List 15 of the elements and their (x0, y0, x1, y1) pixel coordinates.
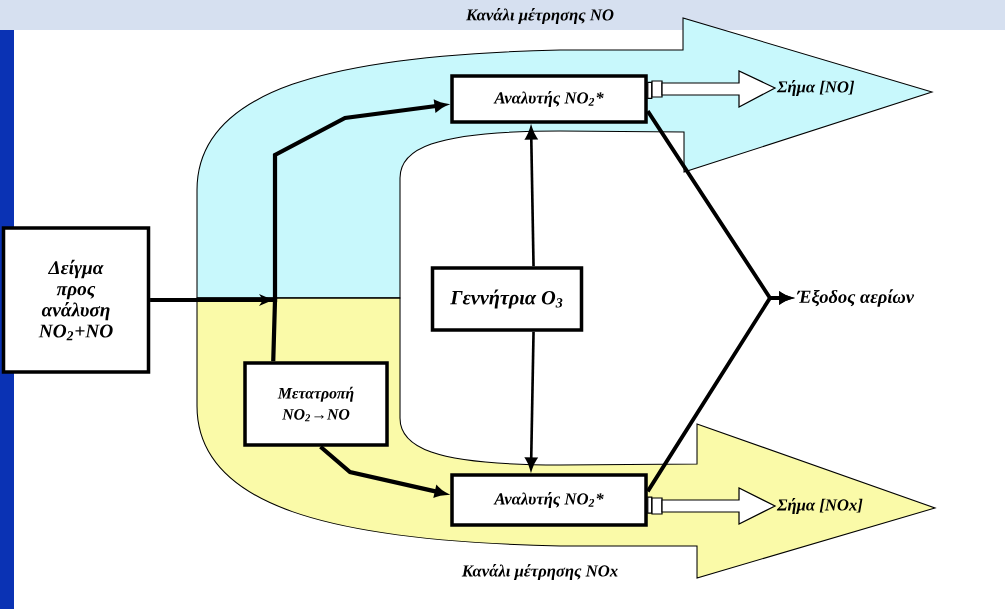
process-box: Γεννήτρια O$_{3}$ (430, 266, 584, 332)
arrow (525, 127, 538, 267)
output-label: Σήμα [NO] (776, 80, 855, 96)
process-box: Δείγμα προς ανάλυση NO$_{2}$+NO (1, 226, 151, 374)
arrow (647, 487, 777, 525)
channel-label: Κανάλι μέτρησης NO (465, 8, 614, 24)
arrow (646, 292, 792, 493)
output-label: Σήμα [NOx] (776, 498, 863, 514)
process-box: Μετατροπή NO$_{2}$→NO (243, 361, 389, 447)
arrow (525, 331, 538, 470)
arrow (647, 70, 777, 109)
channel-label: Κανάλι μέτρησης NOx (461, 564, 618, 580)
process-box: Αναλυτής NO$_{2}$* (450, 473, 648, 527)
process-box: Αναλυτής NO$_{2}$* (450, 74, 648, 124)
output-label: Έξοδος αερίων (796, 289, 915, 307)
